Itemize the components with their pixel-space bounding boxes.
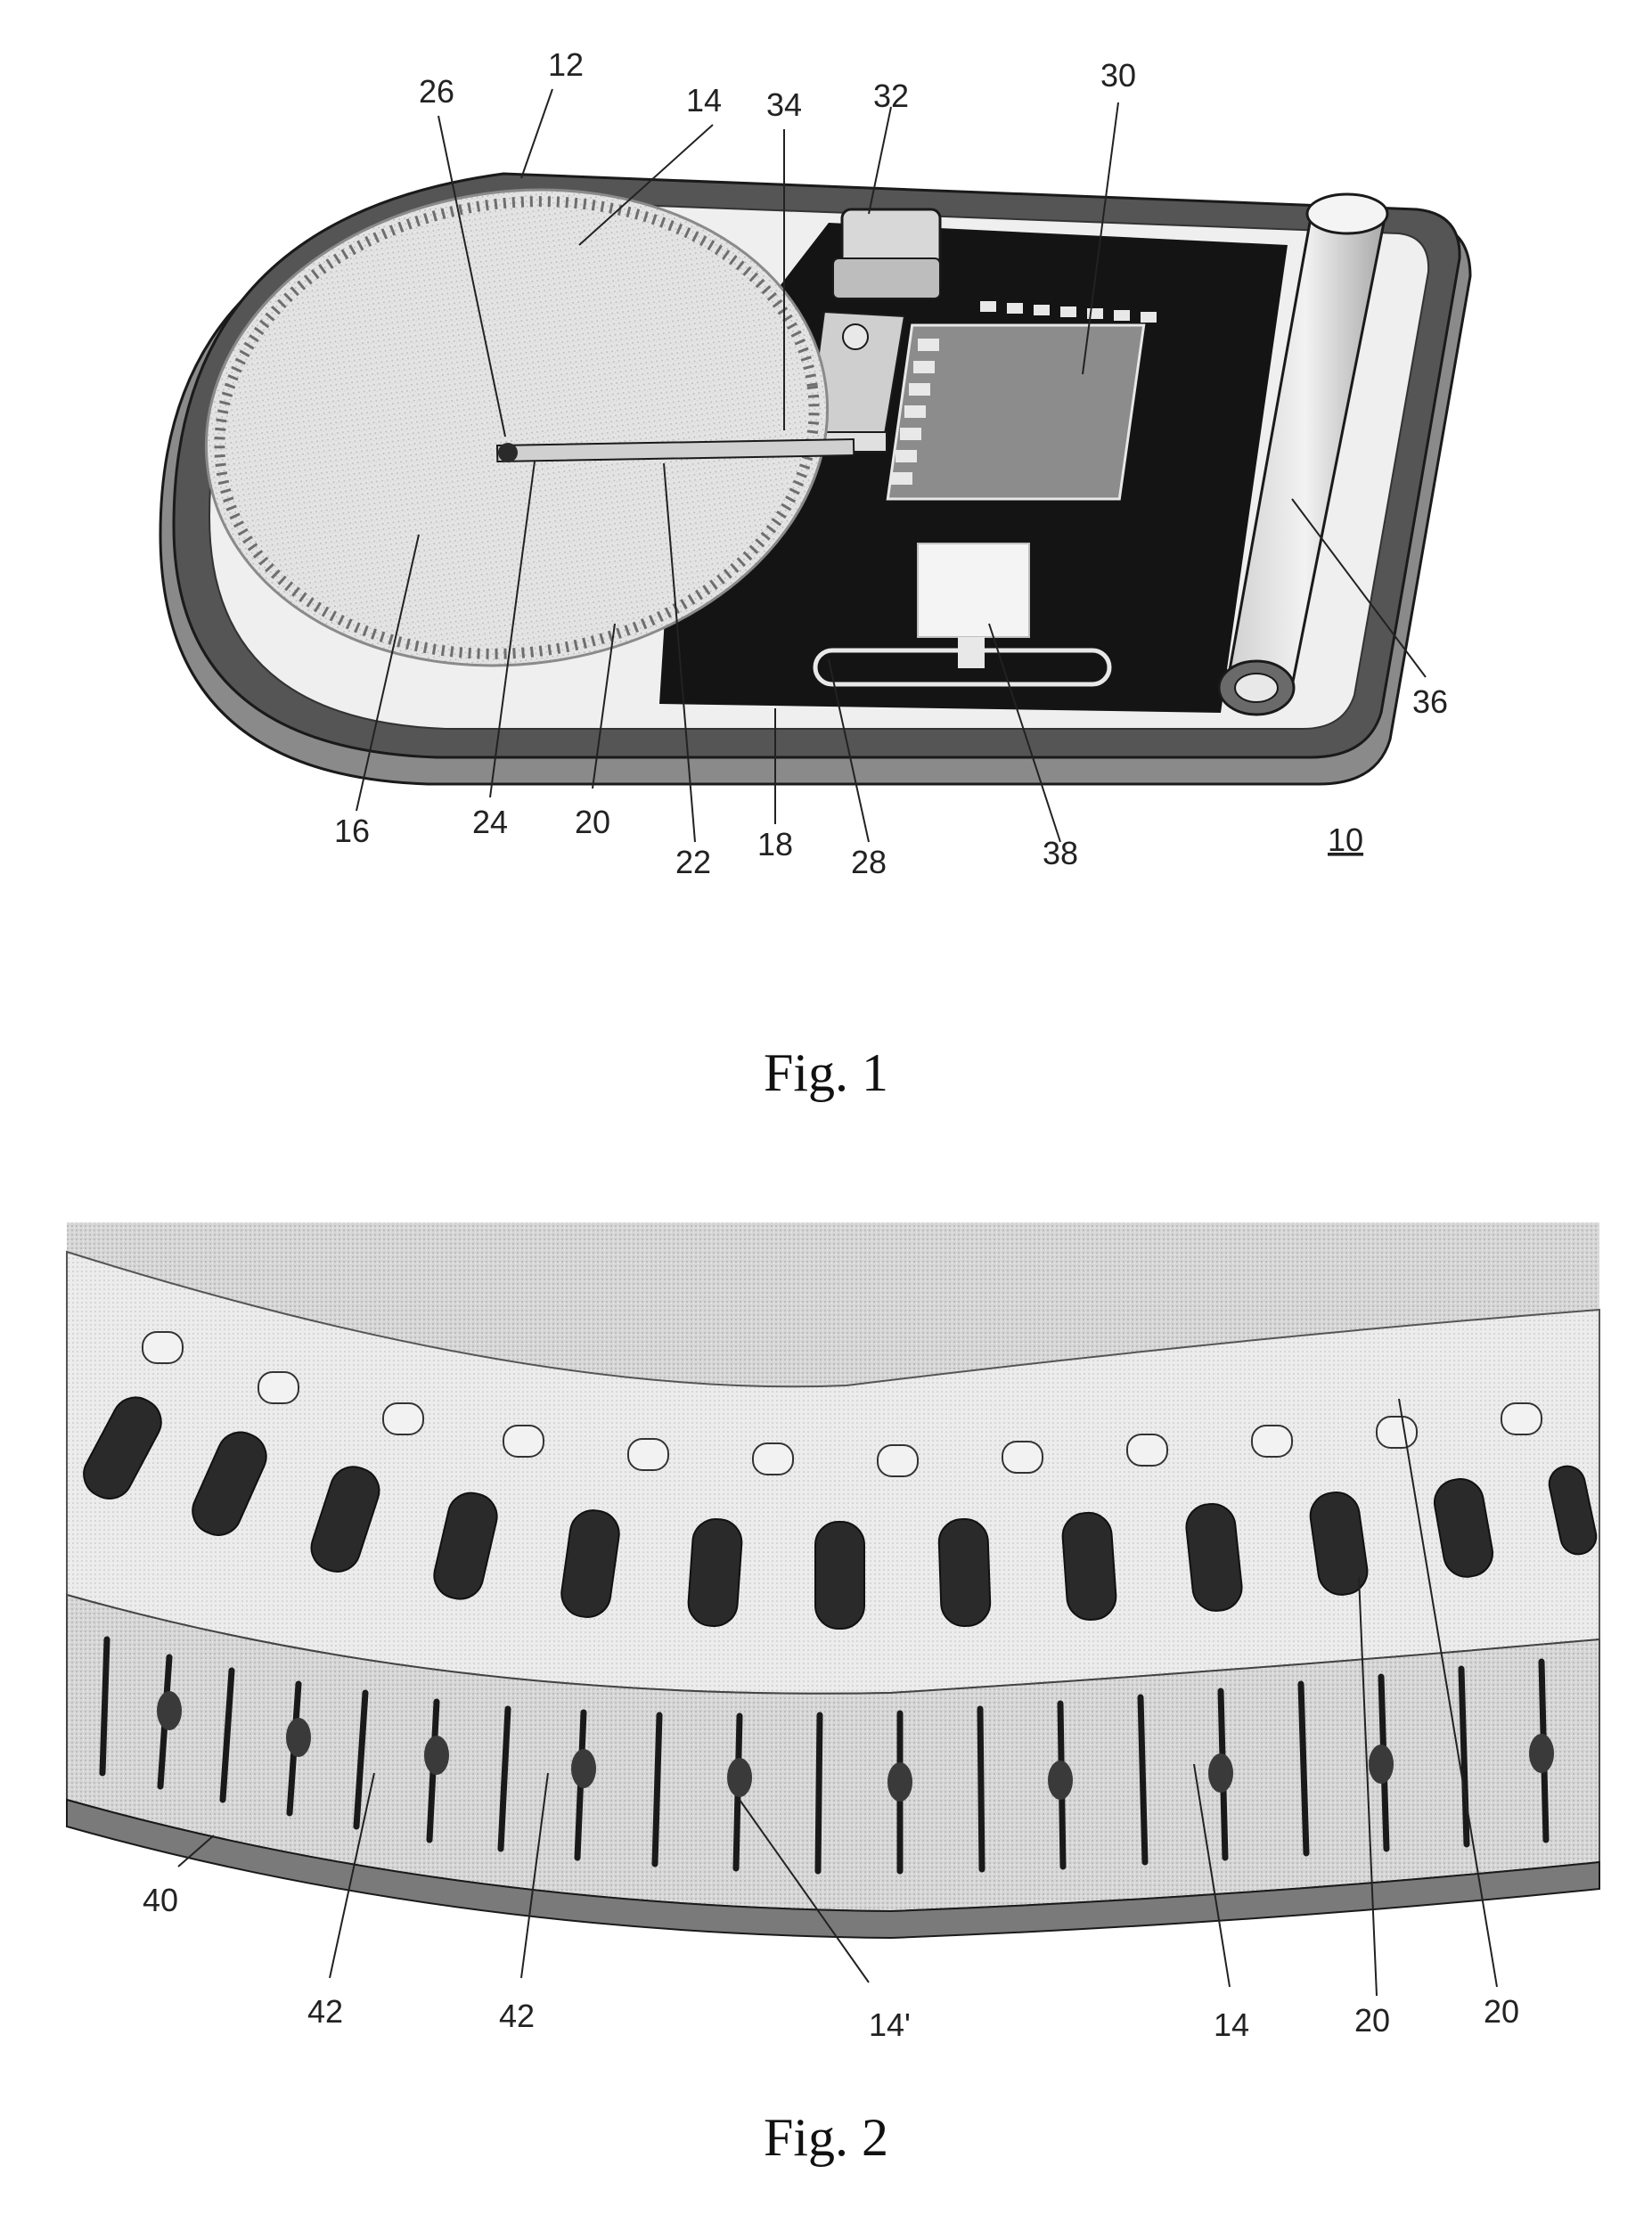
label-18: 18 <box>757 826 793 862</box>
figure-1: 12 14 26 34 32 30 36 16 24 20 22 18 28 3… <box>0 0 1652 1158</box>
label-28: 28 <box>851 844 887 880</box>
label-22: 22 <box>675 844 711 880</box>
actuator-pin <box>843 324 868 349</box>
label-14: 14 <box>1214 2006 1249 2043</box>
label-32: 32 <box>873 78 909 114</box>
label-20-lower: 20 <box>1354 2002 1390 2039</box>
label-20-right: 20 <box>1484 1993 1519 2030</box>
sensor <box>918 543 1029 637</box>
label-24: 24 <box>472 804 508 840</box>
figure-1-caption: Fig. 1 <box>0 1042 1652 1104</box>
label-38: 38 <box>1043 835 1078 871</box>
label-12: 12 <box>548 46 584 83</box>
label-36: 36 <box>1412 683 1448 720</box>
label-40: 40 <box>143 1882 178 1918</box>
label-14-prime: 14' <box>869 2006 911 2043</box>
figure-1-drawing: 12 14 26 34 32 30 36 16 24 20 22 18 28 3… <box>0 0 1652 1158</box>
label-42-right: 42 <box>499 1998 535 2034</box>
label-14: 14 <box>686 82 722 118</box>
label-20: 20 <box>575 804 610 840</box>
chip <box>887 325 1143 499</box>
motor-block <box>833 209 940 298</box>
pivot <box>498 443 518 462</box>
label-26: 26 <box>419 73 454 110</box>
figure-2-drawing: 40 42 42 14' 14 20 20 <box>0 1158 1652 2231</box>
label-42-left: 42 <box>307 1993 343 2030</box>
figure-2-caption: Fig. 2 <box>0 2107 1652 2169</box>
label-16: 16 <box>334 813 370 849</box>
label-30: 30 <box>1100 57 1136 94</box>
label-34: 34 <box>766 86 802 123</box>
figure-2: 40 42 42 14' 14 20 20 Fig. 2 <box>0 1158 1652 2231</box>
label-10: 10 <box>1328 821 1363 858</box>
